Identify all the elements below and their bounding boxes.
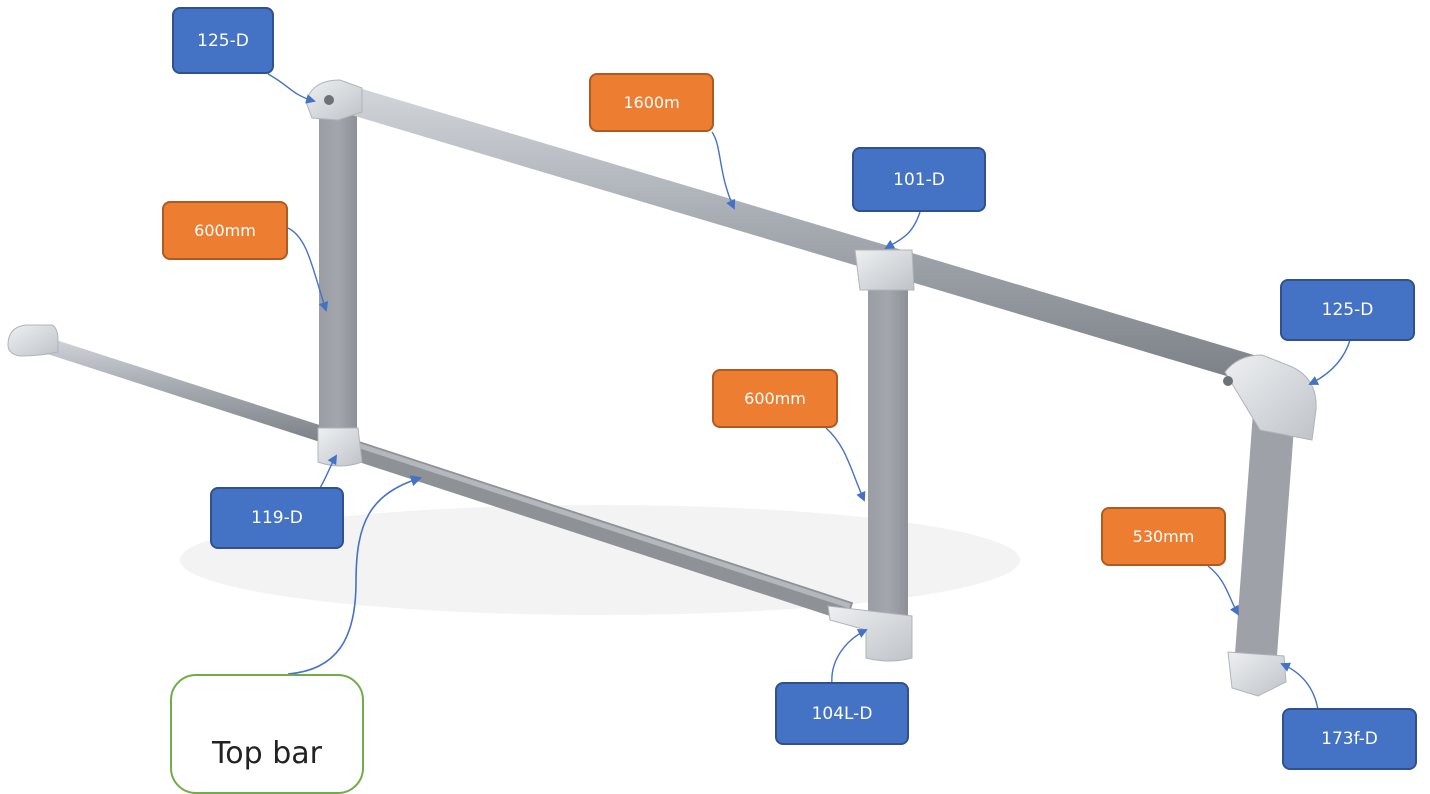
dimension-label-middle-upright: 600mm	[712, 369, 838, 428]
fitting-label-top-left: 125-D	[172, 7, 274, 74]
bottom-bar-highlight	[344, 438, 851, 609]
connector-bottom-middle	[831, 629, 868, 685]
connector-bottom-left	[319, 454, 338, 489]
connector-top-right	[1308, 339, 1351, 385]
end-cap-fitting	[7, 324, 59, 357]
top-bar-note: Top bar	[170, 674, 364, 794]
connector-left-upright	[287, 227, 329, 312]
fitting-label-bottom-left: 119-D	[210, 487, 344, 549]
dimension-label-top-rail: 1600m	[589, 73, 714, 132]
railing-diagram	[7, 73, 1351, 711]
fitting-label-bottom-middle: 104L-D	[775, 682, 909, 745]
left-upright	[319, 112, 357, 430]
middle-upright	[868, 288, 908, 628]
connector-bottom-right	[1280, 662, 1319, 711]
bottom-left-rail	[22, 332, 348, 448]
fitting-label-top-middle: 101-D	[852, 147, 986, 212]
connector-top-left	[267, 73, 316, 104]
fitting-top-right	[1224, 354, 1317, 441]
connector-top-rail	[711, 131, 736, 210]
connector-right-upright	[1207, 565, 1239, 616]
connector-top-middle	[884, 211, 921, 249]
fitting-label-top-right: 125-D	[1280, 279, 1415, 341]
fitting-label-bottom-right: 173f-D	[1282, 708, 1417, 770]
top-rail	[326, 83, 1276, 386]
grub-screw	[324, 95, 334, 105]
ground-shadow	[180, 505, 1020, 615]
connector-top-bar-note	[287, 475, 423, 675]
fitting-bottom-right	[1227, 651, 1287, 697]
fitting-bottom-left	[317, 427, 363, 467]
grub-screw	[1223, 376, 1233, 386]
right-upright	[1234, 398, 1296, 670]
fitting-top-middle	[854, 249, 915, 291]
connector-middle-upright	[825, 427, 866, 502]
dimension-label-right-upright: 530mm	[1101, 507, 1226, 566]
bottom-bar	[341, 437, 854, 622]
fitting-bottom-middle	[827, 605, 913, 662]
dimension-label-left-upright: 600mm	[162, 201, 288, 260]
